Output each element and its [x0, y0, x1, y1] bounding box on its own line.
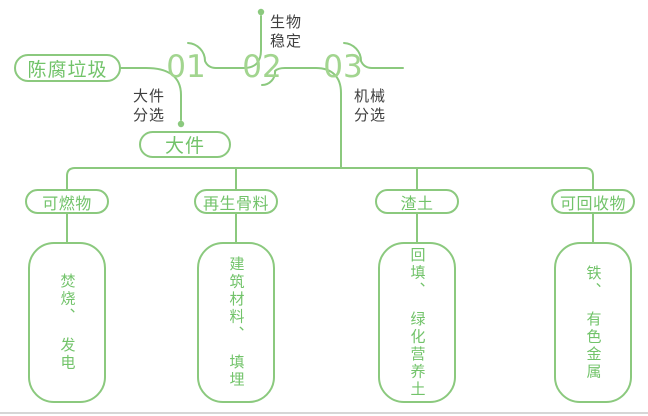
result-box-recyclable: 铁、有色金属: [554, 242, 632, 403]
bulky-output-label: 大件: [164, 135, 205, 157]
step-number-2: 02: [242, 49, 282, 85]
bulky-sorting-label: 大件 分选: [133, 87, 165, 125]
connector-step3-out: [343, 42, 404, 69]
bio-stabilization-label: 生物 稳定: [270, 13, 302, 51]
bio-stabilization-line1: 生物: [270, 13, 303, 31]
source-pill: 陈腐垃圾: [14, 54, 121, 82]
result-box-recycled-aggregate: 建筑材料、填埋: [197, 242, 275, 403]
source-pill-label: 陈腐垃圾: [27, 58, 108, 81]
step-number-3: 03: [323, 49, 363, 85]
mechanical-sorting-label: 机械 分选: [354, 87, 386, 125]
category-label-recyclable: 可回收物: [559, 193, 626, 213]
category-label-slag: 渣土: [400, 193, 434, 213]
result-text-combustible: 焚烧、发电: [58, 273, 77, 372]
category-label-combustible: 可燃物: [42, 193, 92, 213]
category-pill-combustible: 可燃物: [25, 189, 109, 214]
result-slag-part1: 回填、: [408, 247, 427, 300]
result-recyclable-part1: 铁、: [584, 264, 603, 300]
result-aggregate-part1: 建筑材料、: [227, 255, 246, 344]
bottom-edge-line: [0, 412, 648, 414]
mechanical-sorting-line2: 分选: [354, 106, 387, 124]
result-text-recyclable: 铁、有色金属: [584, 264, 603, 381]
category-pill-recycled-aggregate: 再生骨料: [194, 189, 278, 214]
result-recyclable-part2: 有色金属: [584, 310, 603, 381]
distribution-bar: [66, 167, 594, 190]
bio-branch-dot: [257, 8, 265, 16]
connector-step2-to-step3: [261, 67, 342, 168]
bulky-sorting-line1: 大件: [133, 87, 166, 105]
connector-source-to-bulky-branch: [120, 67, 182, 121]
result-slag-part2: 绿化营养土: [408, 310, 427, 399]
result-combustible-part2: 发电: [58, 336, 77, 372]
bulky-branch-dot: [177, 120, 185, 128]
bulky-output-pill: 大件: [139, 131, 231, 158]
category-pill-recyclable: 可回收物: [551, 189, 635, 214]
connector-step1-to-step2: [187, 15, 262, 69]
step-number-1: 01: [166, 49, 206, 85]
result-text-recycled-aggregate: 建筑材料、填埋: [227, 255, 246, 390]
result-box-slag: 回填、绿化营养土: [378, 242, 456, 403]
bulky-sorting-line2: 分选: [133, 106, 166, 124]
result-aggregate-part2: 填埋: [227, 354, 246, 390]
result-text-slag: 回填、绿化营养土: [408, 247, 427, 399]
bio-stabilization-line2: 稳定: [270, 32, 303, 50]
category-pill-slag: 渣土: [375, 189, 459, 214]
result-combustible-part1: 焚烧、: [58, 273, 77, 326]
result-box-combustible: 焚烧、发电: [28, 242, 106, 403]
mechanical-sorting-line1: 机械: [354, 87, 387, 105]
category-label-recycled-aggregate: 再生骨料: [202, 193, 269, 213]
